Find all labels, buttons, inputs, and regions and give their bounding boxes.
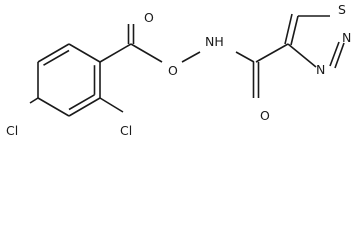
- aromatic-double-bond: [68, 94, 95, 111]
- bond: [329, 41, 340, 67]
- bond: [68, 43, 101, 63]
- bond: [29, 97, 39, 104]
- aromatic-double-bond: [43, 49, 70, 66]
- benzene-ring: [37, 43, 101, 117]
- bond: [68, 97, 101, 117]
- atom-label-n-ring-2: N: [316, 62, 325, 77]
- bond: [181, 51, 201, 63]
- bond: [334, 42, 345, 69]
- atom-label-nh: NH: [205, 34, 224, 49]
- atom-label-cl-left: Cl: [6, 123, 18, 138]
- bond: [287, 43, 317, 68]
- bond: [284, 13, 293, 45]
- bond: [99, 43, 132, 63]
- bond: [130, 43, 163, 63]
- atom-label-o-ester-carbonyl: O: [144, 10, 154, 25]
- atom-label-n-ring-1: N: [342, 30, 351, 45]
- bond: [235, 51, 255, 63]
- molecule-structure: Cl Cl O O NH O S N N: [6, 2, 351, 138]
- atom-label-cl-right: Cl: [120, 123, 132, 138]
- atom-label-o-ester-link: O: [168, 63, 178, 78]
- bond: [37, 97, 70, 117]
- bond: [99, 97, 124, 113]
- bond: [37, 43, 70, 63]
- atom-label-s: S: [338, 2, 346, 17]
- bond: [255, 43, 289, 63]
- atom-label-o-amide: O: [260, 108, 270, 123]
- bond: [290, 15, 299, 46]
